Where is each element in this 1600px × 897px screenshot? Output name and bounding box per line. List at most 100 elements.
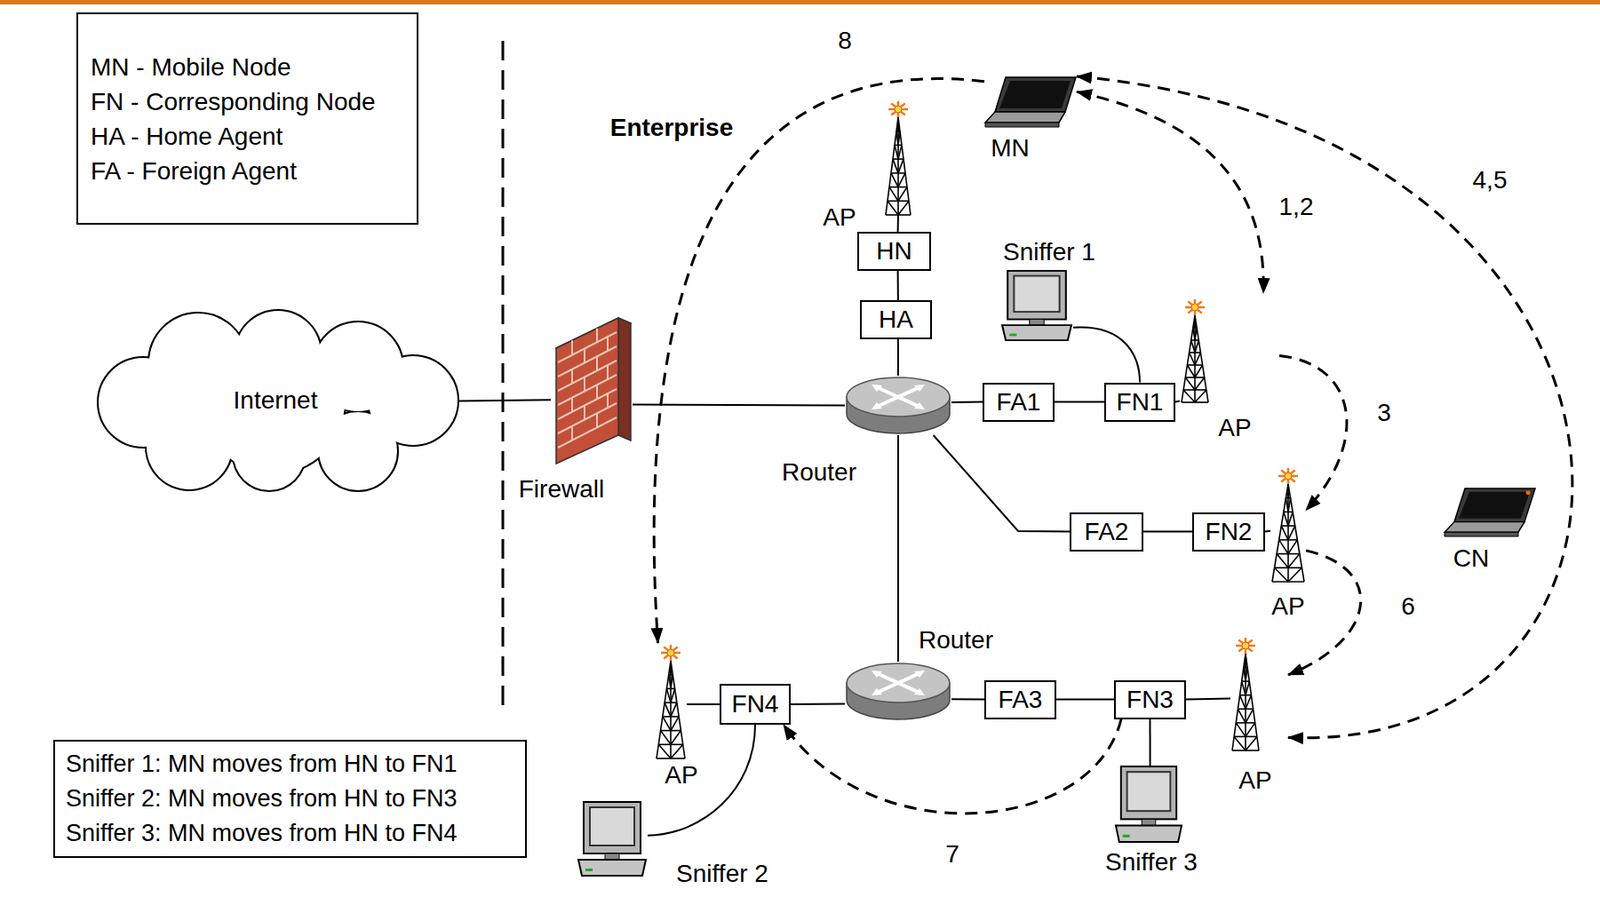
network-link	[951, 401, 983, 405]
box-label: FN3	[1126, 685, 1174, 715]
firewall-part	[596, 328, 598, 343]
enterprise-boundary	[501, 40, 505, 716]
box-label: FA2	[1084, 517, 1130, 547]
tower-part	[1240, 695, 1246, 710]
tower-part	[1278, 468, 1298, 485]
tower-part	[1245, 723, 1256, 738]
tower-part	[669, 660, 672, 676]
movement-arrow	[1279, 355, 1347, 510]
tower-part	[891, 103, 896, 108]
step-number: 6	[1397, 593, 1419, 621]
tower-part	[1241, 642, 1250, 650]
network-link	[933, 435, 1070, 533]
box-label: FN2	[1205, 517, 1253, 547]
router-part	[876, 673, 920, 693]
device-label: Sniffer 3	[1105, 849, 1198, 877]
tower-part	[1281, 525, 1289, 541]
tower-part	[1191, 303, 1199, 311]
tower-part	[669, 644, 673, 650]
access-point-art	[1230, 636, 1261, 751]
network-box: HN	[857, 231, 932, 271]
note-line: FA - Foreign Agent	[90, 153, 297, 189]
tower-part	[1281, 470, 1286, 475]
tower-part	[663, 647, 669, 652]
movement-arrow	[783, 719, 1122, 814]
router-part	[846, 377, 950, 417]
movement-arrow	[653, 79, 985, 644]
tower-part	[887, 200, 909, 203]
tower-part	[900, 111, 906, 116]
sniffer-pc: Sniffer 2	[576, 801, 648, 878]
tower-part	[1194, 352, 1201, 366]
tower-part	[669, 660, 672, 676]
tower-part	[673, 655, 678, 660]
note-line: FN - Corresponding Node	[90, 84, 376, 120]
device-label: Router	[781, 459, 857, 487]
tower-part	[1244, 653, 1247, 669]
device-label: AP	[664, 762, 698, 790]
slide-top-bar	[0, 0, 1600, 5]
router-part	[871, 670, 925, 696]
tower-part	[664, 702, 671, 717]
router-part	[914, 384, 925, 392]
tower-part	[1288, 525, 1296, 541]
laptop-part	[1526, 490, 1531, 495]
corresponding-node-laptop-art	[1443, 487, 1537, 538]
box-label: FA1	[996, 388, 1042, 417]
tower-part	[1197, 302, 1202, 306]
cloud-part	[98, 358, 188, 447]
tower-part	[1272, 581, 1305, 583]
tower-part	[1235, 723, 1246, 738]
tower-part	[900, 103, 906, 108]
laptop-part	[995, 77, 1076, 112]
network-box: FN3	[1114, 680, 1187, 720]
tower-part	[1186, 364, 1202, 367]
tower-part	[1288, 540, 1298, 555]
cloud-part	[98, 310, 458, 491]
pc-part	[1141, 819, 1156, 826]
box-label: FN1	[1116, 388, 1164, 417]
firewall-part	[557, 417, 617, 448]
tower-part	[1185, 299, 1205, 316]
tower-part	[666, 688, 671, 703]
tower-part	[897, 101, 900, 106]
tower-part	[660, 730, 682, 733]
tower-part	[1274, 566, 1303, 569]
tower-part	[1237, 708, 1246, 724]
tower-part	[1245, 681, 1250, 696]
note-line: Sniffer 2: MN moves from HN to FN3	[65, 781, 458, 817]
access-point: AP	[1270, 466, 1306, 582]
access-point-art	[654, 643, 687, 759]
tower-part	[658, 744, 671, 759]
network-link	[686, 703, 720, 706]
tower-part	[663, 655, 669, 660]
tower-part	[1241, 681, 1246, 696]
firewall-part	[618, 318, 631, 441]
tower-part	[888, 108, 895, 112]
tower-part	[1290, 478, 1296, 483]
tower-part	[1240, 694, 1252, 697]
firewall-part	[606, 366, 609, 381]
firewall-icon-art	[550, 310, 633, 465]
network-link	[897, 270, 900, 301]
tower-part	[656, 657, 685, 759]
tower-part	[898, 144, 902, 160]
tower-part	[670, 731, 681, 746]
network-link	[1054, 401, 1105, 404]
tower-part	[1235, 644, 1242, 648]
tower-part	[1249, 644, 1256, 648]
network-link	[1143, 531, 1193, 534]
firewall-part	[571, 340, 574, 355]
tower-part	[1187, 310, 1193, 314]
tower-part	[1191, 339, 1200, 342]
tower-part	[666, 688, 675, 691]
legend-box: MN - Mobile NodeFN - Corresponding NodeH…	[76, 12, 419, 225]
firewall-part	[557, 332, 617, 363]
pc-part	[585, 868, 593, 872]
movement-arrow	[1076, 76, 1573, 739]
tower-part	[660, 644, 681, 661]
box-label: FA3	[998, 685, 1043, 715]
step-number: 8	[834, 27, 856, 56]
tower-part	[898, 131, 900, 146]
laptop-part	[1444, 522, 1525, 534]
